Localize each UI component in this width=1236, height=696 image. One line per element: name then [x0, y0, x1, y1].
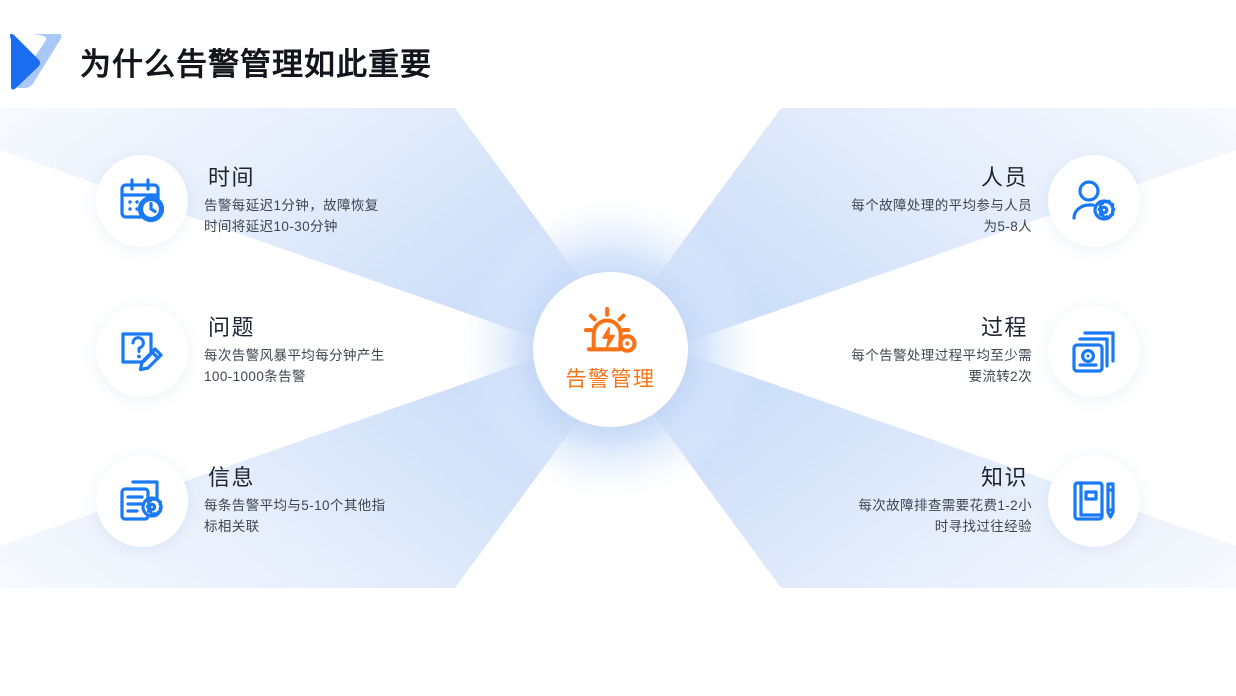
page-title: 为什么告警管理如此重要	[80, 46, 432, 82]
feature-text-problem: 问题 每次告警风暴平均每分钟产生 100-1000条告警	[204, 314, 464, 387]
icon-bubble-time	[96, 155, 188, 247]
book-pencil-icon	[1073, 481, 1115, 521]
double-chevron-logo-icon	[10, 33, 62, 90]
center-hub[interactable]: 告警管理	[533, 272, 688, 427]
feature-desc-time: 告警每延迟1分钟，故障恢复 时间将延迟10-30分钟	[204, 197, 379, 234]
feature-text-time: 时间 告警每延迟1分钟，故障恢复 时间将延迟10-30分钟	[204, 164, 464, 237]
feature-text-information: 信息 每条告警平均与5-10个其他指 标相关联	[204, 464, 464, 537]
feature-item-information[interactable]: 信息 每条告警平均与5-10个其他指 标相关联	[96, 455, 464, 547]
feature-title-process: 过程	[980, 315, 1028, 341]
icon-bubble-personnel	[1048, 155, 1140, 247]
feature-item-problem[interactable]: 问题 每次告警风暴平均每分钟产生 100-1000条告警	[96, 305, 464, 397]
feature-item-time[interactable]: 时间 告警每延迟1分钟，故障恢复 时间将延迟10-30分钟	[96, 155, 464, 247]
feature-item-knowledge[interactable]: 知识 每次故障排查需要花费1-2小 时寻找过往经验	[772, 455, 1140, 547]
page-header: 为什么告警管理如此重要	[0, 26, 1236, 96]
feature-text-knowledge: 知识 每次故障排查需要花费1-2小 时寻找过往经验	[772, 464, 1032, 537]
feature-desc-process: 每个告警处理过程平均至少需 要流转2次	[851, 347, 1032, 384]
feature-text-personnel: 人员 每个故障处理的平均参与人员 为5-8人	[772, 164, 1032, 237]
feature-title-personnel: 人员	[980, 165, 1028, 191]
feature-title-information: 信息	[208, 465, 256, 491]
feature-item-process[interactable]: 过程 每个告警处理过程平均至少需 要流转2次	[772, 305, 1140, 397]
feature-desc-knowledge: 每次故障排查需要花费1-2小 时寻找过往经验	[858, 497, 1032, 534]
stacked-cards-gear-icon	[1072, 331, 1115, 373]
calendar-clock-icon	[120, 178, 165, 223]
feature-title-problem: 问题	[208, 315, 256, 341]
center-hub-label: 告警管理	[565, 367, 656, 391]
feature-title-knowledge: 知识	[980, 465, 1028, 491]
feature-title-time: 时间	[208, 165, 256, 191]
document-gear-icon	[120, 480, 163, 521]
icon-bubble-information	[96, 455, 188, 547]
user-gear-icon	[1072, 180, 1116, 221]
feature-item-personnel[interactable]: 人员 每个故障处理的平均参与人员 为5-8人	[772, 155, 1140, 247]
feature-desc-problem: 每次告警风暴平均每分钟产生 100-1000条告警	[204, 347, 385, 384]
icon-bubble-knowledge	[1048, 455, 1140, 547]
icon-bubble-problem	[96, 305, 188, 397]
feature-desc-personnel: 每个故障处理的平均参与人员 为5-8人	[851, 197, 1032, 234]
question-note-pencil-icon	[121, 332, 163, 372]
feature-text-process: 过程 每个告警处理过程平均至少需 要流转2次	[772, 314, 1032, 387]
alarm-bolt-gear-icon	[583, 306, 637, 353]
icon-bubble-process	[1048, 305, 1140, 397]
feature-desc-information: 每条告警平均与5-10个其他指 标相关联	[204, 497, 386, 534]
